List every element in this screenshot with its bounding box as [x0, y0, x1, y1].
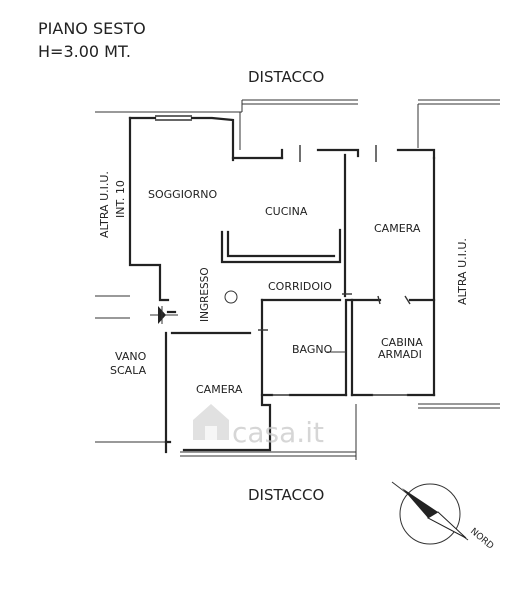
entrance-arrow-icon: [150, 306, 178, 324]
room-soggiorno: SOGGIORNO: [148, 188, 217, 201]
boundary-lines: [95, 99, 500, 460]
watermark-text: casa.it: [232, 416, 324, 449]
room-corridoio: CORRIDOIO: [268, 280, 332, 293]
compass-label: NORD: [468, 527, 495, 552]
label-scala: SCALA: [110, 364, 147, 377]
room-camera-bottom: CAMERA: [196, 383, 243, 396]
room-ingresso: INGRESSO: [199, 267, 211, 322]
room-camera-right: CAMERA: [374, 222, 421, 235]
label-altra-left-2: INT. 10: [114, 180, 127, 218]
room-cabina-line1: CABINA: [381, 336, 423, 349]
room-cucina: CUCINA: [265, 205, 308, 218]
watermark: casa.it: [193, 404, 324, 449]
label-vano: VANO: [115, 350, 147, 363]
openings: [155, 115, 411, 396]
label-distacco-bottom: DISTACCO: [248, 486, 324, 504]
north-compass-icon: NORD: [391, 481, 495, 552]
label-distacco-top: DISTACCO: [248, 68, 324, 86]
floor-height: H=3.00 MT.: [38, 42, 131, 61]
room-bagno: BAGNO: [292, 343, 333, 356]
floor-title: PIANO SESTO: [38, 19, 146, 38]
column-circle-icon: [224, 290, 238, 304]
room-cabina-line2: ARMADI: [378, 348, 422, 361]
walls: [128, 116, 436, 454]
label-altra-right: ALTRA U.I.U.: [456, 238, 469, 305]
label-altra-left-1: ALTRA U.I.U.: [98, 171, 111, 238]
